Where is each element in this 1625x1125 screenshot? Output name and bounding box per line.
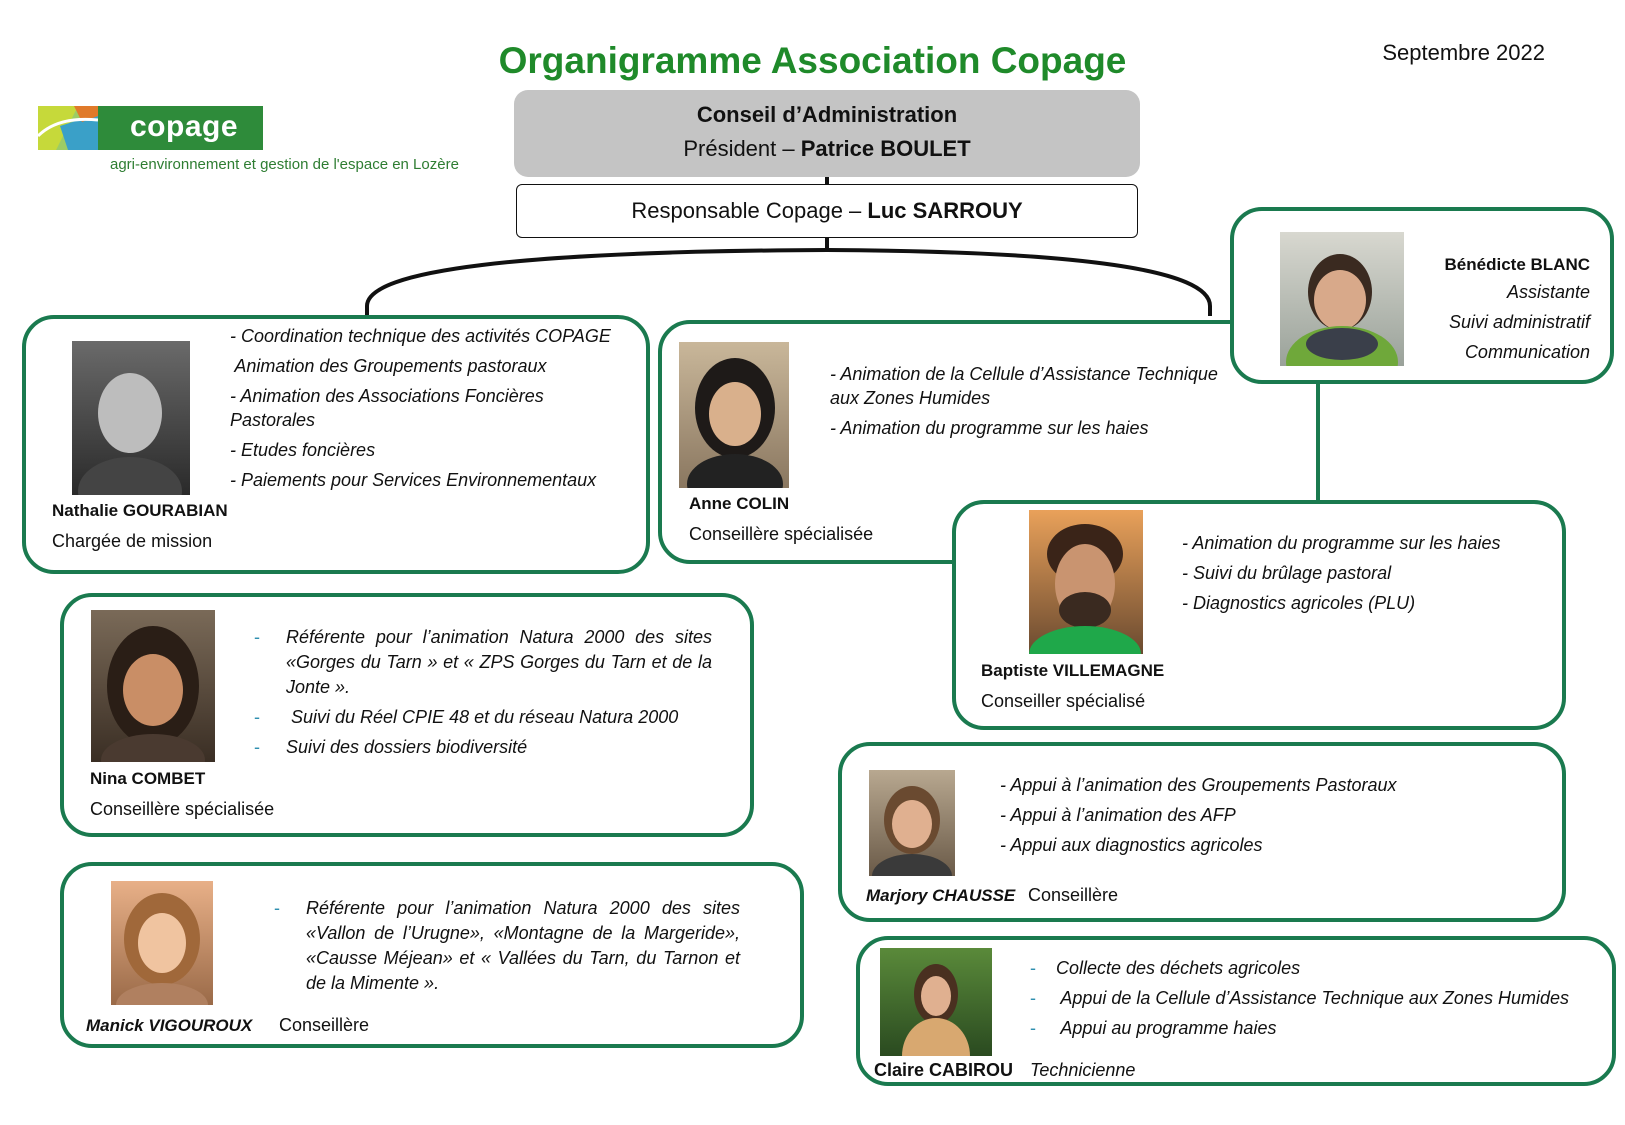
task-item: - Animation du programme sur les haies bbox=[1182, 533, 1501, 553]
task-item: Référente pour l’animation Natura 2000 d… bbox=[274, 896, 740, 996]
task-item: - Etudes foncières bbox=[230, 440, 376, 460]
name-claire: Claire CABIROU bbox=[874, 1060, 1014, 1080]
board-title: Conseil d’Administration bbox=[696, 102, 958, 127]
task-item: - Appui aux diagnostics agricoles bbox=[1000, 835, 1263, 855]
name-benedicte: Bénédicte BLANC bbox=[1444, 255, 1590, 274]
card-baptiste: - Animation du programme sur les haies -… bbox=[952, 500, 1566, 730]
task-item: - Suivi du brûlage pastoral bbox=[1182, 563, 1392, 583]
person-photo-icon bbox=[78, 373, 182, 495]
role-nathalie: Chargée de mission bbox=[52, 531, 213, 551]
copage-logo: copage agri-environnement et gestion de … bbox=[38, 104, 459, 184]
logo-wordmark: copage bbox=[98, 106, 263, 150]
manager-box: Responsable Copage – Luc SARROUY bbox=[516, 184, 1138, 238]
person-photo-icon bbox=[872, 786, 952, 876]
role-marjory: Conseillère bbox=[1028, 885, 1119, 905]
board-box: Conseil d’Administration Président – Pat… bbox=[514, 90, 1140, 177]
person-photo-icon bbox=[1029, 524, 1141, 654]
task-item: Animation des Groupements pastoraux bbox=[230, 356, 547, 376]
name-anne: Anne COLIN bbox=[689, 494, 790, 513]
task-item: Communication bbox=[1464, 342, 1590, 362]
date-label: Septembre 2022 bbox=[1382, 40, 1545, 65]
photo-benedicte bbox=[1280, 232, 1404, 366]
person-photo-icon bbox=[116, 893, 208, 1005]
card-nina: Référente pour l’animation Natura 2000 d… bbox=[60, 593, 754, 837]
benedicte-lines: Assistante Suivi administratif Communica… bbox=[1449, 277, 1590, 367]
name-manick: Manick VIGOUROUX bbox=[86, 1016, 253, 1035]
task-item: Pastorales bbox=[230, 410, 316, 430]
role-manick: Conseillère bbox=[279, 1015, 370, 1035]
tasks-nina: Référente pour l’animation Natura 2000 d… bbox=[254, 625, 712, 765]
logo-mark-icon bbox=[38, 106, 98, 150]
manager-name: Luc SARROUY bbox=[867, 198, 1023, 223]
task-item: - Paiements pour Services Environnementa… bbox=[230, 470, 597, 490]
tasks-claire: Collecte des déchets agricoles Appui de … bbox=[1030, 956, 1610, 1046]
card-nathalie: - Coordination technique des activités C… bbox=[22, 315, 650, 574]
role-anne: Conseillère spécialisée bbox=[689, 524, 874, 544]
board-president: Président – Patrice BOULET bbox=[514, 136, 1140, 162]
photo-claire bbox=[880, 948, 992, 1056]
task-item: aux Zones Humides bbox=[830, 388, 991, 408]
tasks-nathalie: - Coordination technique des activités C… bbox=[230, 321, 640, 495]
task-item: Collecte des déchets agricoles bbox=[1030, 956, 1610, 981]
task-item: Appui de la Cellule d’Assistance Techniq… bbox=[1030, 986, 1610, 1011]
task-item: - Animation du programme sur les haies bbox=[830, 418, 1149, 438]
tasks-manick: Référente pour l’animation Natura 2000 d… bbox=[274, 896, 740, 1001]
task-item: - Coordination technique des activités C… bbox=[230, 326, 611, 346]
photo-nathalie bbox=[72, 341, 190, 495]
photo-baptiste bbox=[1029, 510, 1143, 654]
task-item: - Animation de la Cellule d’Assistance T… bbox=[830, 364, 1218, 384]
role-benedicte: Assistante bbox=[1506, 282, 1590, 302]
photo-marjory bbox=[869, 770, 955, 876]
card-manick: Référente pour l’animation Natura 2000 d… bbox=[60, 862, 804, 1048]
tasks-marjory: - Appui à l’animation des Groupements Pa… bbox=[1000, 770, 1520, 860]
tasks-anne: - Animation de la Cellule d’Assistance T… bbox=[830, 362, 1270, 440]
person-photo-icon bbox=[687, 358, 783, 488]
photo-manick bbox=[111, 881, 213, 1005]
person-photo-icon bbox=[902, 964, 970, 1056]
card-claire: Collecte des déchets agricoles Appui de … bbox=[856, 936, 1616, 1086]
photo-nina bbox=[91, 610, 215, 762]
task-item: Suivi du Réel CPIE 48 et du réseau Natur… bbox=[254, 705, 712, 730]
president-name: Patrice BOULET bbox=[800, 136, 971, 161]
task-item: - Appui à l’animation des AFP bbox=[1000, 805, 1236, 825]
task-item: Suivi administratif bbox=[1448, 312, 1590, 332]
person-photo-icon bbox=[101, 626, 205, 762]
name-nathalie: Nathalie GOURABIAN bbox=[52, 501, 228, 520]
name-marjory: Marjory CHAUSSE bbox=[866, 886, 1016, 905]
task-item: Suivi des dossiers biodiversité bbox=[254, 735, 712, 760]
president-prefix: Président – bbox=[683, 136, 801, 161]
task-item: Référente pour l’animation Natura 2000 d… bbox=[254, 625, 712, 700]
tasks-baptiste: - Animation du programme sur les haies -… bbox=[1182, 528, 1562, 618]
role-baptiste: Conseiller spécialisé bbox=[981, 691, 1146, 711]
name-baptiste: Baptiste VILLEMAGNE bbox=[981, 661, 1165, 680]
person-photo-icon bbox=[1286, 254, 1398, 366]
manager-prefix: Responsable Copage – bbox=[631, 198, 868, 223]
role-nina: Conseillère spécialisée bbox=[90, 799, 275, 819]
name-nina: Nina COMBET bbox=[90, 769, 206, 788]
task-item: Appui au programme haies bbox=[1030, 1016, 1610, 1041]
role-claire: Technicienne bbox=[1030, 1060, 1136, 1080]
task-item: - Appui à l’animation des Groupements Pa… bbox=[1000, 775, 1397, 795]
task-item: - Diagnostics agricoles (PLU) bbox=[1182, 593, 1416, 613]
page-title: Organigramme Association Copage bbox=[498, 40, 1127, 81]
card-marjory: - Appui à l’animation des Groupements Pa… bbox=[838, 742, 1566, 922]
photo-anne bbox=[679, 342, 789, 488]
task-item: - Animation des Associations Foncières bbox=[230, 386, 544, 406]
logo-tagline: agri-environnement et gestion de l'espac… bbox=[110, 156, 459, 173]
card-benedicte: Bénédicte BLANC Assistante Suivi adminis… bbox=[1230, 207, 1614, 384]
